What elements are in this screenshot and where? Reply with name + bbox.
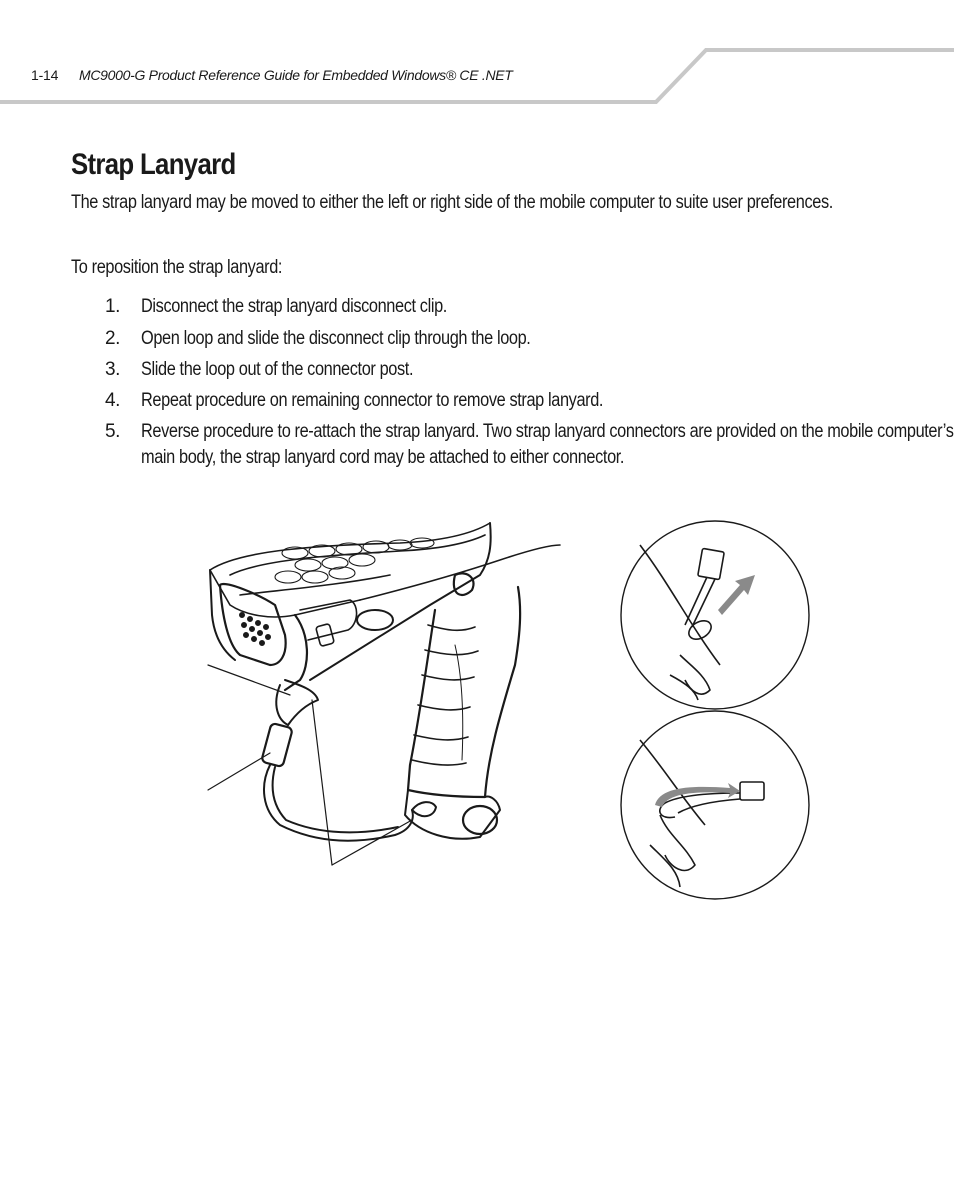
step-number: 4. <box>105 390 120 411</box>
detail-circle-clip-removal <box>620 520 810 710</box>
intro-paragraph: The strap lanyard may be moved to either… <box>71 192 833 213</box>
step-text: Slide the loop out of the connector post… <box>141 359 414 380</box>
arrow-up-right-icon <box>718 575 755 615</box>
arrow-curved-icon <box>655 783 740 807</box>
header-rule <box>0 48 954 104</box>
section-title: Strap Lanyard <box>71 148 236 181</box>
step-number: 1. <box>105 296 120 317</box>
step-text: Open loop and slide the disconnect clip … <box>141 328 531 349</box>
step-text: Repeat procedure on remaining connector … <box>141 390 604 411</box>
running-title: MC9000-G Product Reference Guide for Emb… <box>79 67 513 83</box>
step-number: 2. <box>105 328 120 349</box>
step-text: Reverse procedure to re-attach the strap… <box>141 421 954 468</box>
device-body-illustration <box>209 522 561 840</box>
step-text: Disconnect the strap lanyard disconnect … <box>141 296 447 317</box>
detail-circle-loop-rethread <box>620 710 810 900</box>
step-number: 5. <box>105 421 120 442</box>
strap-lanyard-figure <box>207 520 810 900</box>
lanyard-cord-illustration <box>261 679 437 842</box>
callout-lines <box>207 664 413 866</box>
lead-paragraph: To reposition the strap lanyard: <box>71 257 283 278</box>
step-number: 3. <box>105 359 120 380</box>
page-number: 1-14 <box>31 67 59 83</box>
